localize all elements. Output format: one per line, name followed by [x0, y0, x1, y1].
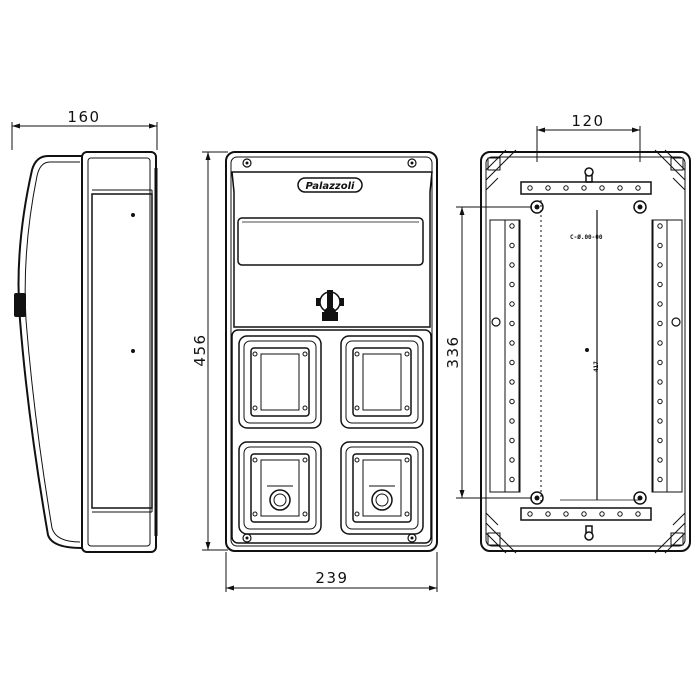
rear-horizontal-label: 120: [571, 112, 604, 130]
front-height-label: 456: [191, 333, 209, 366]
breaker-window: [237, 217, 424, 266]
dimension-rear-horizontal: 120: [536, 112, 641, 162]
side-view: 160: [11, 108, 158, 553]
side-depth-label: 160: [67, 108, 100, 126]
socket-module-top-left: [238, 335, 322, 429]
socket-module-bottom-left: [238, 441, 322, 535]
rear-mounting-holes: [530, 200, 647, 505]
front-width-label: 239: [315, 569, 348, 587]
front-screws: [242, 158, 417, 543]
brand-logo-text: Palazzoli: [306, 181, 356, 192]
key-lock: [316, 290, 344, 321]
socket-modules: [238, 335, 424, 535]
dimension-side-depth: 160: [11, 108, 158, 150]
rail-dots: [509, 185, 663, 517]
rear-code-text: C-Ø.00-00: [570, 234, 603, 241]
front-view: 456 239 Palazzoli: [191, 151, 438, 592]
dimension-rear-vertical: 336: [444, 206, 532, 499]
keyhole-hangers: [584, 167, 594, 541]
socket-module-top-right: [340, 335, 424, 429]
dimension-front-width: 239: [225, 552, 438, 592]
dimension-front-height: 456: [191, 151, 228, 551]
brand-logo: Palazzoli: [297, 177, 363, 193]
rear-view: 120 336: [444, 112, 691, 554]
socket-module-bottom-right: [340, 441, 424, 535]
rear-small-text: 417: [593, 361, 600, 372]
rear-vertical-label: 336: [444, 335, 462, 368]
latch-knob: [14, 293, 26, 317]
